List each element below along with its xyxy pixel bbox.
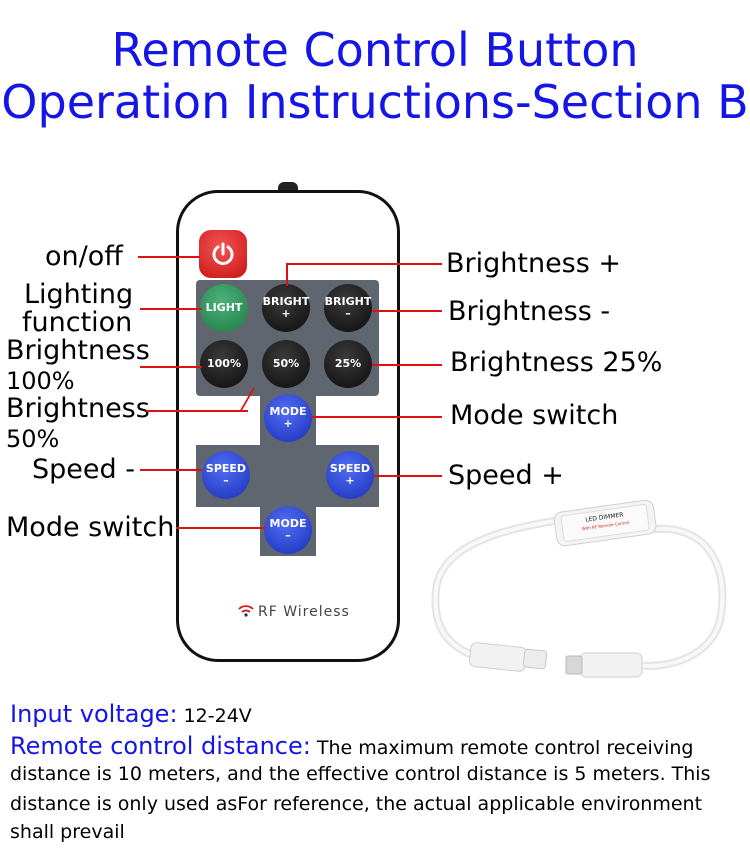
brightness-minus-button[interactable]: BRIGHT – bbox=[324, 284, 372, 332]
label-speed-minus: Speed - bbox=[32, 454, 135, 485]
remote-antenna-nub bbox=[278, 182, 298, 192]
remote-distance-value-1: The maximum remote control receiving bbox=[310, 737, 694, 759]
label-brightness-25: Brightness 25% bbox=[450, 347, 663, 378]
leader-line-speed-plus bbox=[374, 475, 442, 477]
rf-wireless-text: RF Wireless bbox=[258, 604, 350, 620]
speed-plus-button[interactable]: SPEED + bbox=[326, 451, 374, 499]
label-brightness100-2: 100% bbox=[6, 367, 75, 395]
brightness-25-button[interactable]: 25% bbox=[324, 340, 372, 388]
leader-line-mode-switch-left bbox=[176, 527, 266, 529]
leader-line-on-off bbox=[138, 256, 200, 258]
brightness-50-label: 50% bbox=[272, 357, 300, 370]
light-button-label: LIGHT bbox=[205, 301, 243, 314]
brightness-100-label: 100% bbox=[207, 357, 241, 370]
leader-line-mode-switch-right bbox=[312, 416, 442, 418]
leader-line-speed-minus bbox=[140, 469, 202, 471]
brightness-25-label: 25% bbox=[334, 357, 362, 370]
led-dimmer-module: LED DIMMER With RF Remote Control bbox=[431, 499, 727, 678]
remote-distance-key: Remote control distance: bbox=[10, 732, 311, 760]
page-title-line2: Operation Instructions-Section B bbox=[1, 75, 749, 129]
leader-line-brightness-minus bbox=[372, 310, 442, 312]
light-button[interactable]: LIGHT bbox=[200, 284, 248, 332]
wireless-signal-icon bbox=[238, 605, 254, 617]
power-icon bbox=[212, 242, 234, 265]
leader-line-brightness50-h bbox=[146, 410, 248, 412]
remote-distance-value-3: distance is only used asFor reference, t… bbox=[10, 793, 703, 815]
speed-plus-label: SPEED bbox=[329, 462, 371, 475]
brightness-plus-button[interactable]: BRIGHT + bbox=[262, 284, 310, 332]
brightness-plus-sign: + bbox=[281, 307, 291, 320]
mode-plus-label: MODE bbox=[269, 405, 307, 418]
label-speed-plus: Speed + bbox=[448, 460, 564, 491]
spec-remote-distance: Remote control distance: The maximum rem… bbox=[10, 732, 693, 762]
label-brightness50-2: 50% bbox=[6, 425, 60, 453]
mode-minus-label: MODE bbox=[269, 517, 307, 530]
label-lighting-2: function bbox=[22, 307, 133, 338]
mode-plus-sign: + bbox=[283, 417, 293, 430]
label-brightness-minus: Brightness - bbox=[448, 296, 611, 327]
speed-plus-sign: + bbox=[345, 474, 355, 487]
power-button[interactable] bbox=[199, 230, 247, 278]
brightness-100-button[interactable]: 100% bbox=[200, 340, 248, 388]
remote-distance-value-4: shall prevail bbox=[10, 821, 125, 843]
label-mode-switch-right: Mode switch bbox=[450, 400, 619, 431]
dimmer-text-2: With RF Remote Control bbox=[581, 520, 629, 532]
mode-minus-sign: – bbox=[285, 529, 291, 542]
speed-minus-label: SPEED bbox=[205, 462, 247, 475]
label-lighting-1: Lighting bbox=[24, 279, 134, 310]
label-brightness50-1: Brightness bbox=[6, 393, 150, 424]
label-brightness-plus: Brightness + bbox=[446, 248, 622, 279]
leader-line-brightness-plus-h bbox=[286, 263, 442, 265]
label-brightness100-1: Brightness bbox=[6, 335, 150, 366]
speed-minus-button[interactable]: SPEED – bbox=[202, 451, 250, 499]
brightness-minus-sign: – bbox=[345, 307, 351, 320]
brightness-50-button[interactable]: 50% bbox=[262, 340, 310, 388]
remote-distance-value-2: distance is 10 meters, and the effective… bbox=[10, 763, 711, 785]
leader-line-brightness100 bbox=[140, 366, 202, 368]
label-on-off: on/off bbox=[45, 241, 123, 272]
speed-minus-sign: – bbox=[223, 474, 229, 487]
mode-minus-button[interactable]: MODE – bbox=[264, 506, 312, 554]
leader-line-brightness-plus-v bbox=[286, 264, 288, 286]
mode-plus-button[interactable]: MODE + bbox=[264, 394, 312, 442]
brightness-minus-label: BRIGHT bbox=[324, 295, 372, 308]
leader-line-brightness-25 bbox=[372, 364, 442, 366]
spec-input-voltage: Input voltage: 12-24V bbox=[10, 700, 252, 730]
page-title-line1: Remote Control Button bbox=[111, 23, 639, 77]
leader-line-lighting bbox=[140, 308, 202, 310]
input-voltage-key: Input voltage: bbox=[10, 700, 178, 728]
rf-wireless-badge: RF Wireless bbox=[238, 604, 350, 620]
brightness-plus-label: BRIGHT bbox=[262, 295, 310, 308]
label-mode-switch-left: Mode switch bbox=[6, 512, 175, 543]
input-voltage-value: 12-24V bbox=[177, 705, 252, 727]
